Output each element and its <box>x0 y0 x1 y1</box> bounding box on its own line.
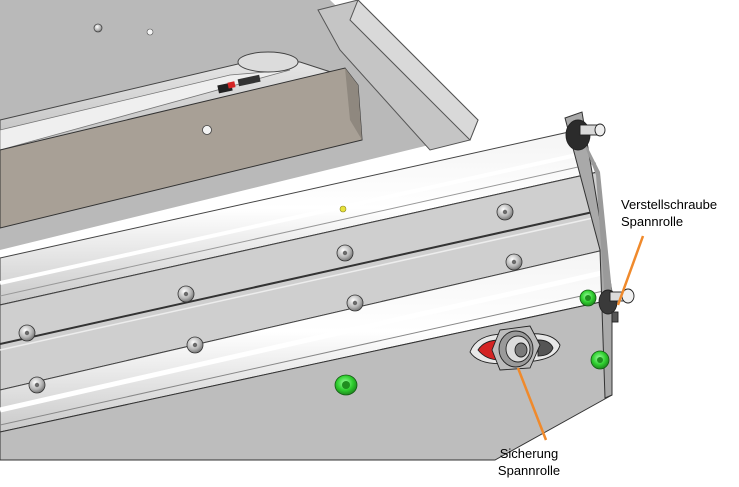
callout-adjust-screw: Verstellschraube Spannrolle <box>621 196 717 230</box>
callout-adjust-line1: Verstellschraube <box>621 197 718 212</box>
lock-screw-leader <box>516 367 548 441</box>
adjust-screw-assembly <box>598 288 635 323</box>
callout-adjust-line2: Spannrolle <box>621 214 684 229</box>
end-plate <box>0 299 613 461</box>
callout-lock-line1: Sicherung <box>499 446 559 461</box>
wing-lock <box>469 325 561 371</box>
yellow-marker <box>339 205 347 213</box>
drive-roller <box>237 51 299 73</box>
callout-lock-line2: Spannrolle <box>497 463 561 478</box>
threaded-bolt <box>565 119 606 151</box>
adjust-screw-leader <box>616 235 645 306</box>
callout-lock-screw: Sicherung Spannrolle <box>490 445 568 479</box>
